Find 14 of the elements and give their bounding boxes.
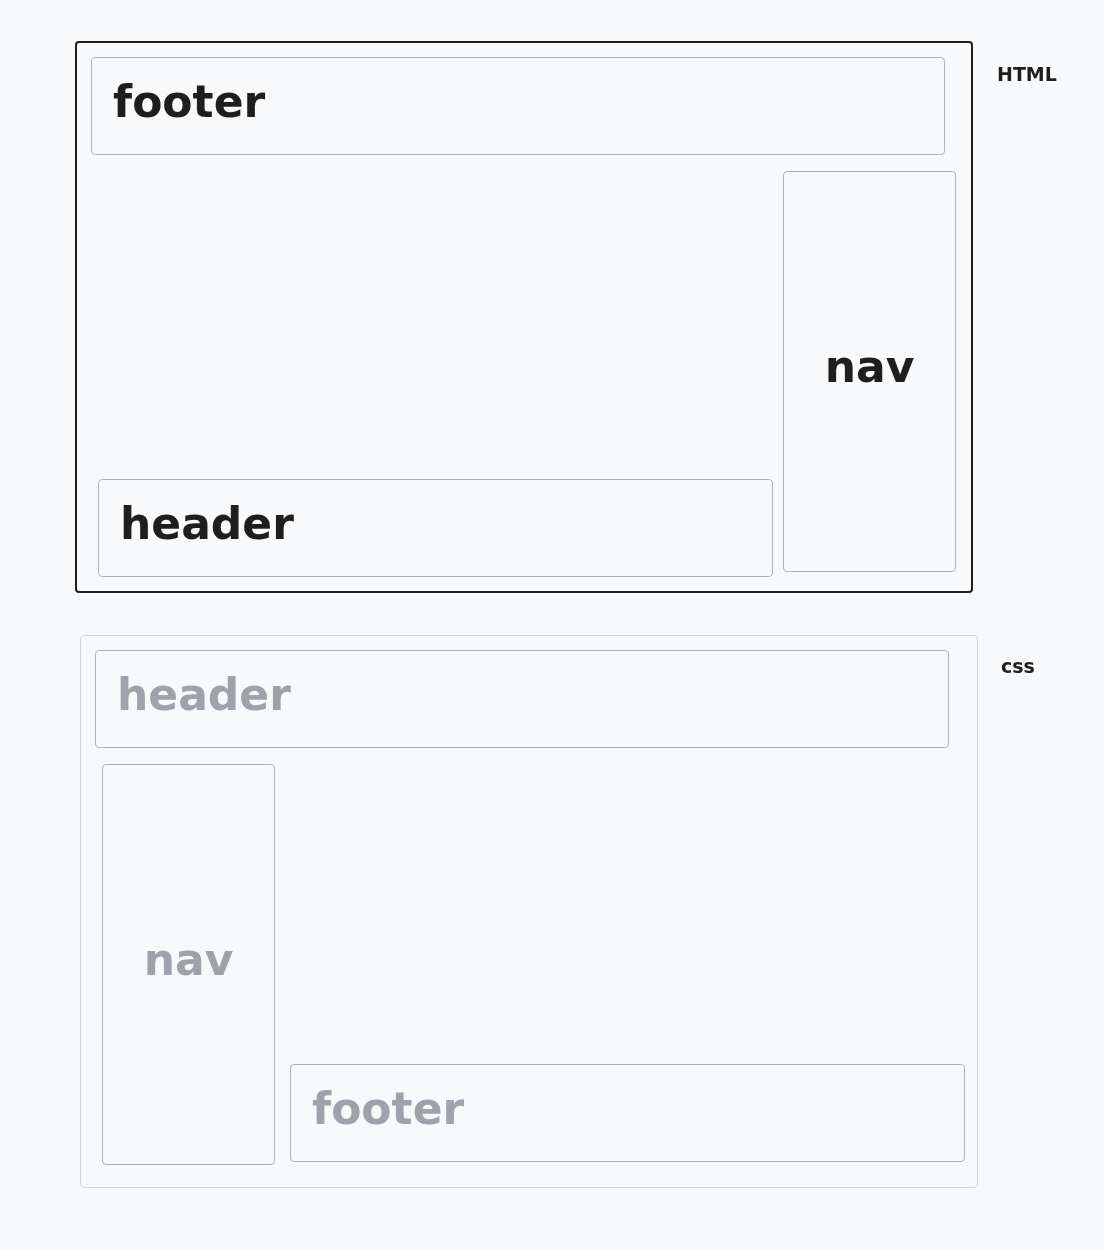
layout-region (95, 650, 949, 748)
region-label: nav (143, 934, 234, 986)
region-label: nav (824, 341, 915, 393)
layout-region (290, 1064, 965, 1162)
layout-region (91, 57, 945, 155)
region-label: footer (113, 75, 266, 128)
layout-region (98, 479, 773, 577)
frame-heading: css (1001, 655, 1035, 677)
region-label: footer (312, 1082, 465, 1135)
frame-heading: HTML (997, 63, 1057, 85)
layout-region (102, 764, 275, 1165)
region-label: header (120, 497, 294, 550)
region-label: header (117, 668, 291, 721)
layout-region (783, 171, 956, 572)
